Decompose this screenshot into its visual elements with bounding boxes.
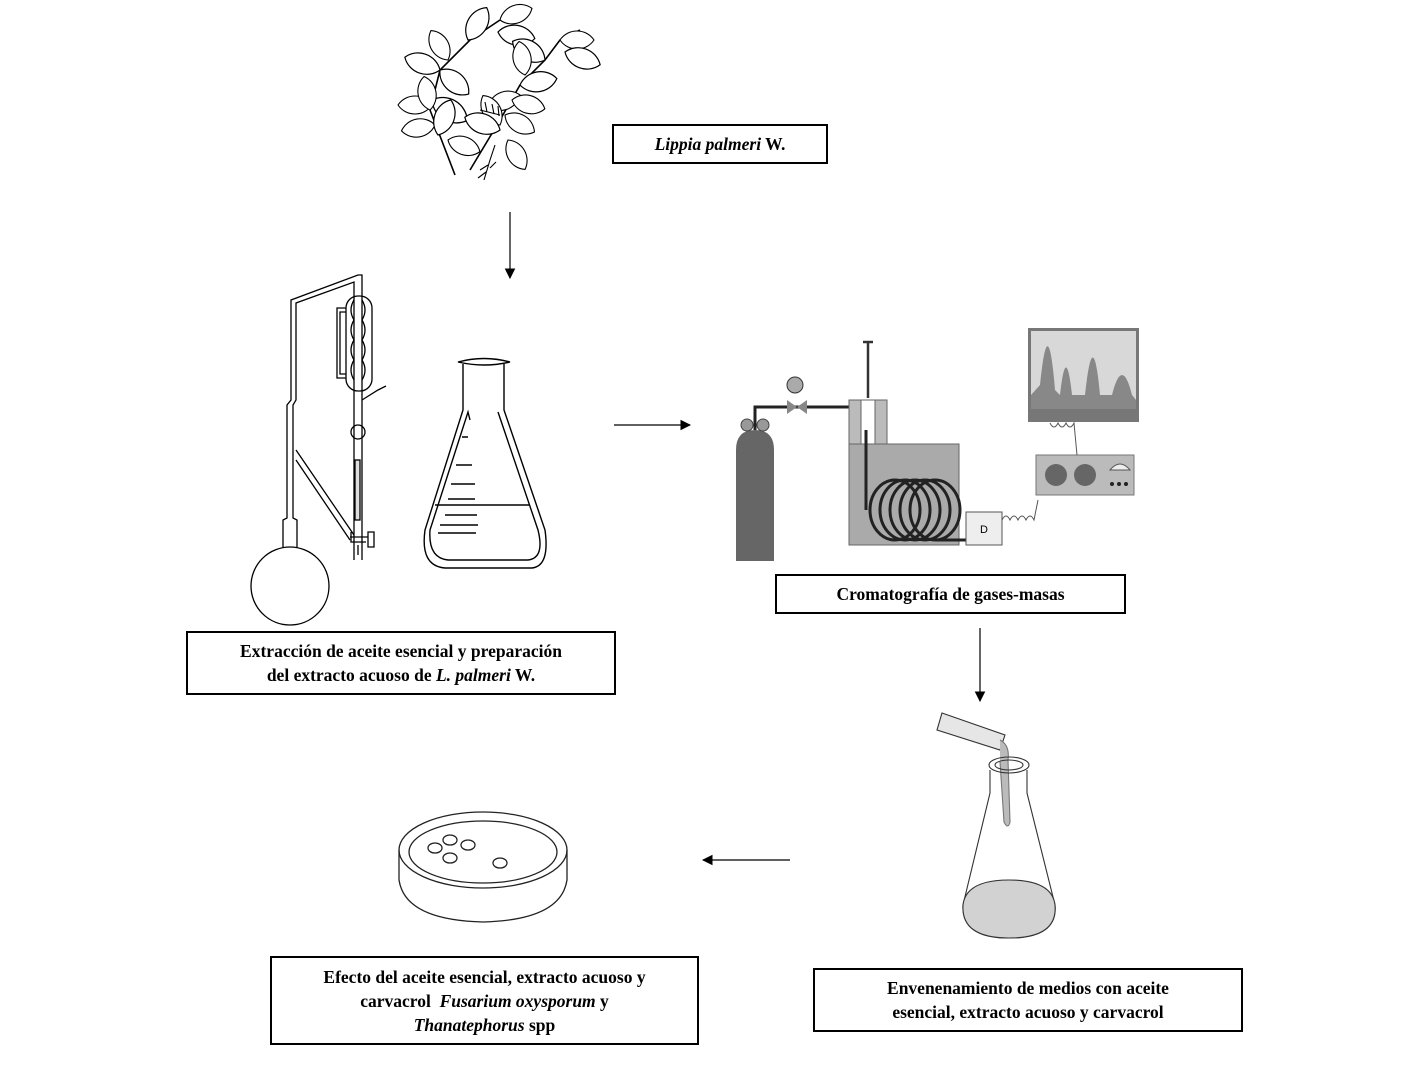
italic-text: Fusarium oxysporum <box>439 990 596 1011</box>
step-box-gcms: Cromatografía de gases-masas <box>775 574 1126 614</box>
label-text: W. <box>761 134 786 154</box>
label-text: Cromatografía de gases-masas <box>836 584 1065 604</box>
detector-label: D <box>980 524 988 536</box>
step-label-line: Envenenamiento de medios con aceite <box>887 976 1169 1000</box>
label-text: del extracto acuoso de <box>266 665 436 685</box>
step-label-line: Efecto del aceite esencial, extracto acu… <box>323 965 645 989</box>
italic-text: L. palmeri <box>435 665 511 685</box>
gas-chromatograph-icon: D <box>736 328 1139 561</box>
step-label-line: Extracción de aceite esencial y preparac… <box>240 639 562 663</box>
petri-dish-icon <box>398 811 568 923</box>
step-label-line: esencial, extracto acuoso y carvacrol <box>892 1000 1163 1024</box>
italic-text: Lippia palmeri <box>654 134 762 154</box>
step-label-line: Thanatephorus spp <box>414 1013 556 1037</box>
label-text: Efecto del aceite esencial, extracto acu… <box>323 966 646 987</box>
label-text: Extracción de aceite esencial y preparac… <box>240 641 562 661</box>
step-label-line: Cromatografía de gases-masas <box>836 582 1064 606</box>
italic-text: Thanatephorus <box>413 1014 525 1035</box>
step-box-plant: Lippia palmeri W. <box>612 124 828 164</box>
pouring-into-flask-icon <box>936 712 1056 939</box>
step-label-line: Lippia palmeri W. <box>655 132 786 156</box>
step-box-effect: Efecto del aceite esencial, extracto acu… <box>270 956 699 1045</box>
step-label-line: del extracto acuoso de L. palmeri W. <box>267 663 535 687</box>
distillation-apparatus-icon <box>250 274 387 626</box>
label-text: esencial, extracto acuoso y carvacrol <box>892 1002 1164 1022</box>
erlenmeyer-flask-icon <box>423 357 547 569</box>
step-label-line: carvacrol Fusarium oxysporum y <box>360 989 609 1013</box>
label-text: spp <box>524 1014 556 1035</box>
label-text: y <box>595 990 609 1011</box>
label-text: Envenenamiento de medios con aceite <box>887 978 1169 998</box>
step-box-extraction: Extracción de aceite esencial y preparac… <box>186 631 616 695</box>
label-text: W. <box>510 665 536 685</box>
plant-branch-icon <box>397 0 605 181</box>
step-box-poisoning: Envenenamiento de medios con aceite esenc… <box>813 968 1243 1032</box>
label-text: carvacrol <box>360 990 440 1011</box>
